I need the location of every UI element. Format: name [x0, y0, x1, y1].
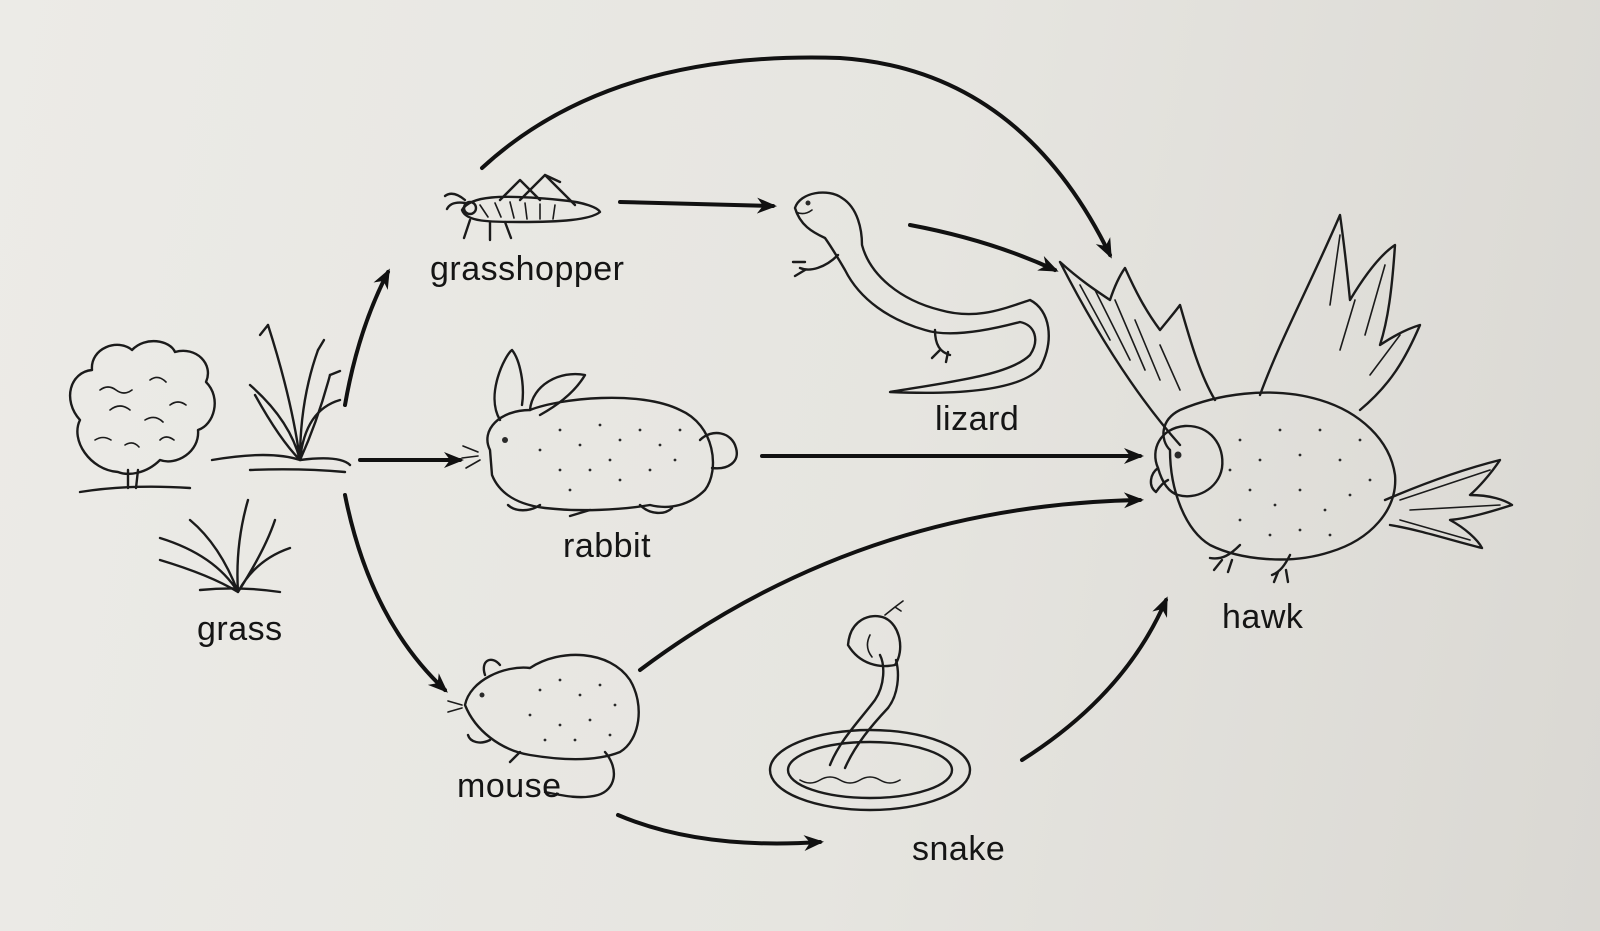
rabbit-label: rabbit — [563, 527, 652, 565]
grass-small-tuft-icon — [158, 498, 292, 594]
arrow-grass-to-mouse — [343, 493, 448, 693]
mouse-fur-dots — [528, 678, 617, 742]
arrow-grass-to-grasshopper — [343, 268, 390, 407]
grasshopper-illustration — [443, 173, 602, 242]
grasshopper-label: grasshopper — [430, 250, 625, 288]
grass-label: grass — [197, 610, 283, 648]
grass-tuft-icon — [210, 323, 352, 474]
arrow-lizard-to-hawk — [908, 223, 1059, 272]
arrow-mouse-to-hawk — [638, 492, 1144, 672]
rabbit-fur-dots — [538, 423, 682, 492]
arrow-mouse-to-snake — [616, 813, 824, 852]
food-web-arrows — [343, 55, 1168, 852]
mouse-illustration — [447, 653, 640, 799]
bush-icon — [69, 340, 216, 494]
grass-illustration — [69, 323, 352, 594]
hawk-illustration — [1058, 213, 1514, 584]
snake-label: snake — [912, 830, 1006, 868]
arrow-grasshopper-to-lizard — [618, 197, 777, 214]
hawk-label: hawk — [1222, 598, 1304, 636]
lizard-label: lizard — [935, 400, 1020, 438]
arrow-snake-to-hawk — [1020, 596, 1168, 762]
snake-illustration — [768, 600, 972, 812]
hawk-feather-dots — [1228, 428, 1372, 537]
rabbit-illustration — [461, 348, 738, 518]
mouse-label: mouse — [457, 767, 562, 805]
arrow-grasshopper-to-hawk — [480, 55, 1112, 259]
lizard-illustration — [791, 191, 1050, 394]
